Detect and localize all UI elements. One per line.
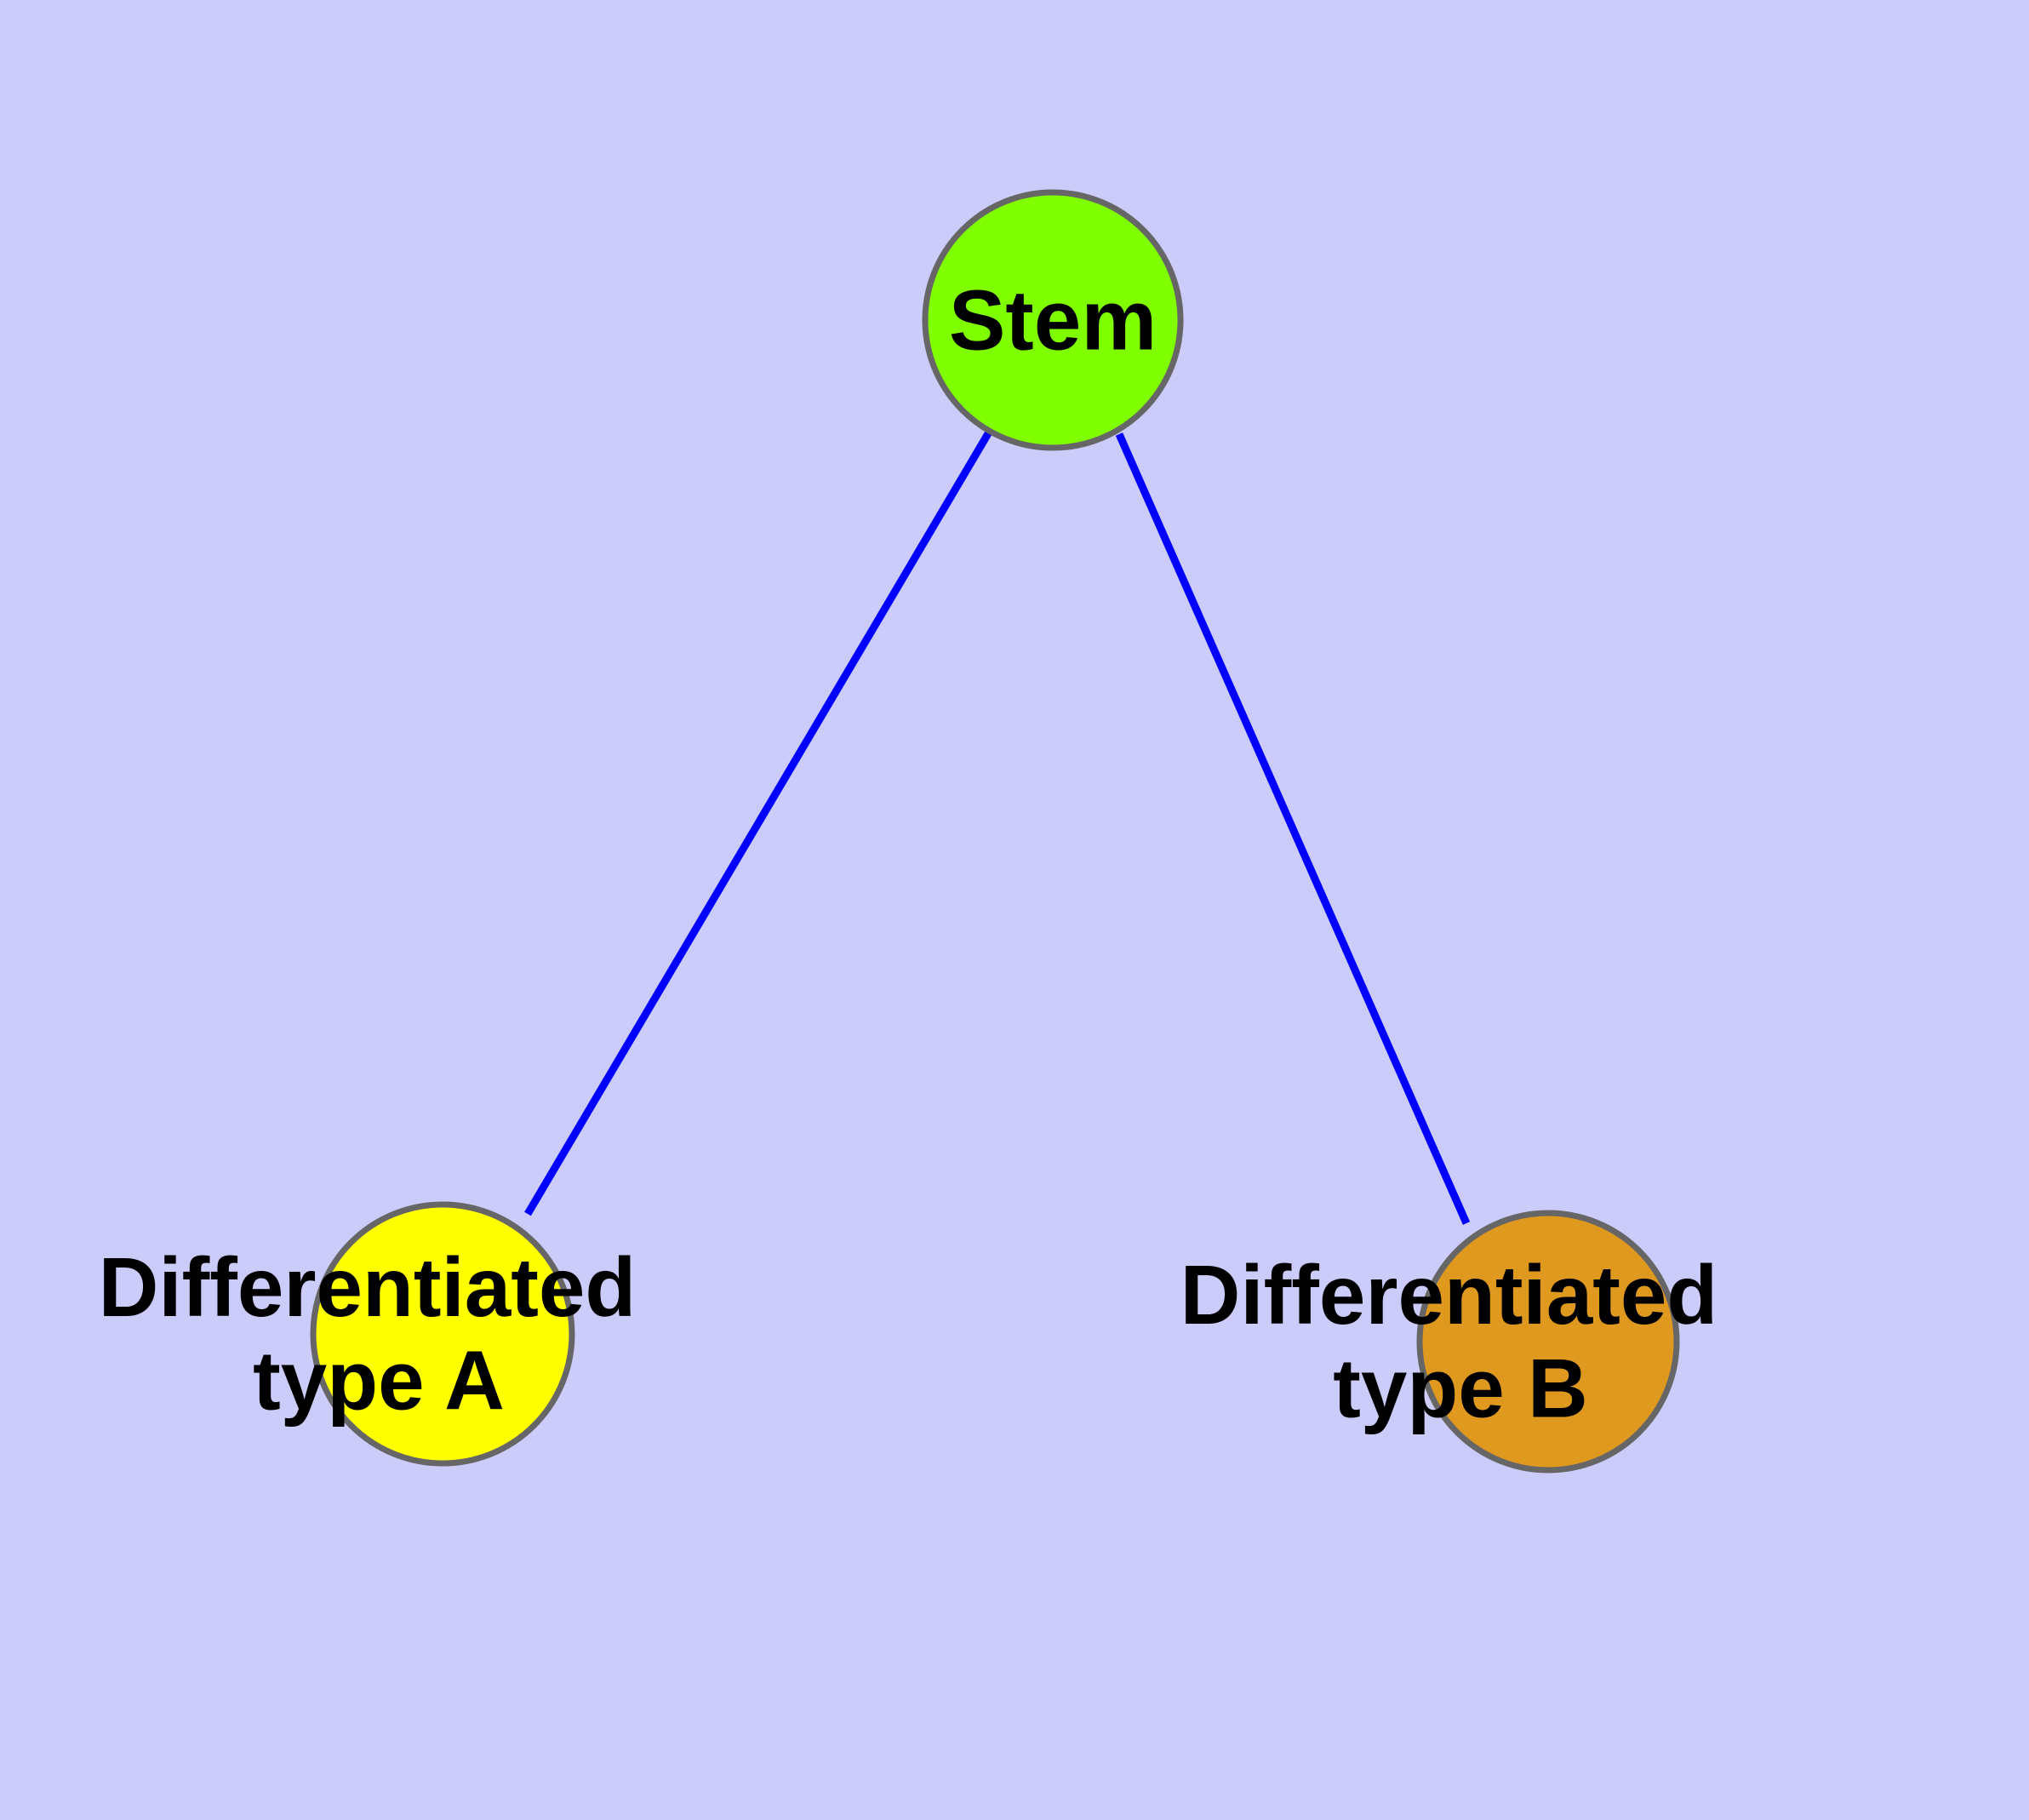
node-stem-label: Stem bbox=[949, 273, 1157, 369]
node-differentiated-type-b-label-line1: Differentiated bbox=[1180, 1248, 1718, 1342]
node-differentiated-type-b-circle[interactable] bbox=[1416, 1210, 1680, 1474]
edges-layer bbox=[524, 428, 1471, 1225]
nodes-layer bbox=[310, 189, 1680, 1474]
node-differentiated-type-a-circle[interactable] bbox=[310, 1201, 575, 1467]
node-stem-circle[interactable] bbox=[922, 189, 1184, 451]
node-differentiated-type-a-label-line2: type A bbox=[253, 1334, 505, 1428]
edge-stem-to-differentiated-type-b[interactable] bbox=[1115, 432, 1471, 1225]
node-differentiated-type-a-label-line1: Differentiated bbox=[99, 1240, 637, 1334]
node-differentiated-type-b-label-line2: type B bbox=[1333, 1342, 1588, 1435]
edge-stem-to-differentiated-type-a[interactable] bbox=[524, 428, 993, 1216]
node-differentiated-type-b-label: Differentiated type B bbox=[1180, 1248, 1741, 1435]
labels-layer: Stem Differentiated type A Differentiate… bbox=[99, 273, 1741, 1435]
node-stem-label-line1: Stem bbox=[949, 273, 1157, 369]
node-differentiated-type-a-label: Differentiated type A bbox=[99, 1240, 660, 1428]
